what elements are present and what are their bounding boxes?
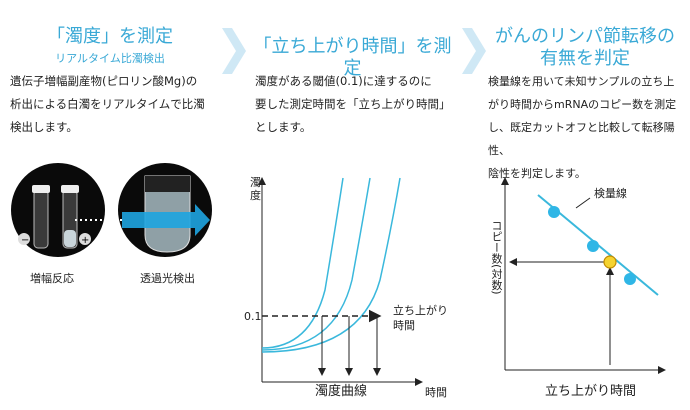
calibration-chart bbox=[501, 177, 666, 374]
chart-caption: 濁度曲線 bbox=[315, 384, 368, 399]
turbidity-detection-illustration: − + bbox=[11, 163, 212, 257]
unknown-sample-point bbox=[603, 255, 617, 269]
text-line: 時間 bbox=[393, 319, 415, 332]
text-line: がんのリンパ節転移の bbox=[495, 26, 675, 47]
caption-amplification: 増幅反応 bbox=[30, 272, 74, 285]
curve-3 bbox=[261, 177, 401, 353]
x-axis-label: 立ち上がり時間 bbox=[545, 384, 637, 399]
step2-description: 濁度がある閾値(0.1)に達するのに 要した測定時間を「立ち上がり時間」 としま… bbox=[255, 70, 465, 139]
curve-2 bbox=[261, 177, 371, 351]
text-line: 遺伝子増幅副産物(ピロリン酸Mg)の bbox=[10, 74, 198, 88]
text-line: し、既定カットオフと比較して転移陽性、 bbox=[488, 121, 675, 157]
text-line: がり時間からmRNAのコピー数を測定 bbox=[488, 98, 677, 111]
y-axis-label: コピー数(対数) bbox=[490, 220, 503, 295]
text-line: とします。 bbox=[255, 120, 312, 134]
calibration-line-label: 検量線 bbox=[594, 187, 627, 200]
step1-subtitle: リアルタイム比濁検出 bbox=[55, 52, 165, 65]
text-line: 立ち上がり bbox=[393, 304, 448, 317]
text-line: 検出します。 bbox=[10, 120, 78, 134]
step1-title: 「濁度」を測定 bbox=[47, 26, 173, 47]
standard-point bbox=[548, 206, 560, 218]
text-line: 要した測定時間を「立ち上がり時間」 bbox=[255, 97, 451, 111]
text-line: 析出による白濁をリアルタイムで比濁 bbox=[10, 97, 205, 111]
step-arrow-icon bbox=[462, 28, 486, 74]
text-line: 有無を判定 bbox=[540, 48, 630, 69]
standard-point bbox=[587, 240, 599, 252]
text-line: 陰性を判定します。 bbox=[488, 167, 586, 180]
step3-title: がんのリンパ節転移の 有無を判定 bbox=[480, 26, 690, 70]
svg-text:+: + bbox=[81, 235, 89, 246]
step1-description: 遺伝子増幅副産物(ピロリン酸Mg)の 析出による白濁をリアルタイムで比濁 検出し… bbox=[10, 70, 220, 139]
y-axis-label: 濁度 bbox=[250, 176, 261, 202]
step3-description: 検量線を用いて未知サンプルの立ち上 がり時間からmRNAのコピー数を測定 し、既… bbox=[488, 70, 690, 185]
caption-transmitted-light: 透過光検出 bbox=[140, 272, 195, 285]
turbidity-curve-chart bbox=[258, 177, 423, 386]
threshold-label: 0.1 bbox=[244, 310, 262, 323]
svg-text:−: − bbox=[21, 235, 29, 246]
step2-title: 「立ち上がり時間」を測定 bbox=[253, 36, 452, 79]
curve-1 bbox=[261, 177, 344, 349]
text-line: 濁度がある閾値(0.1)に達するのに bbox=[255, 74, 432, 88]
step-arrow-icon bbox=[222, 28, 246, 74]
x-axis-label: 時間 bbox=[425, 386, 447, 399]
rise-time-annotation: 立ち上がり 時間 bbox=[393, 303, 448, 333]
standard-point bbox=[624, 273, 636, 285]
text-line: 検量線を用いて未知サンプルの立ち上 bbox=[488, 75, 675, 88]
